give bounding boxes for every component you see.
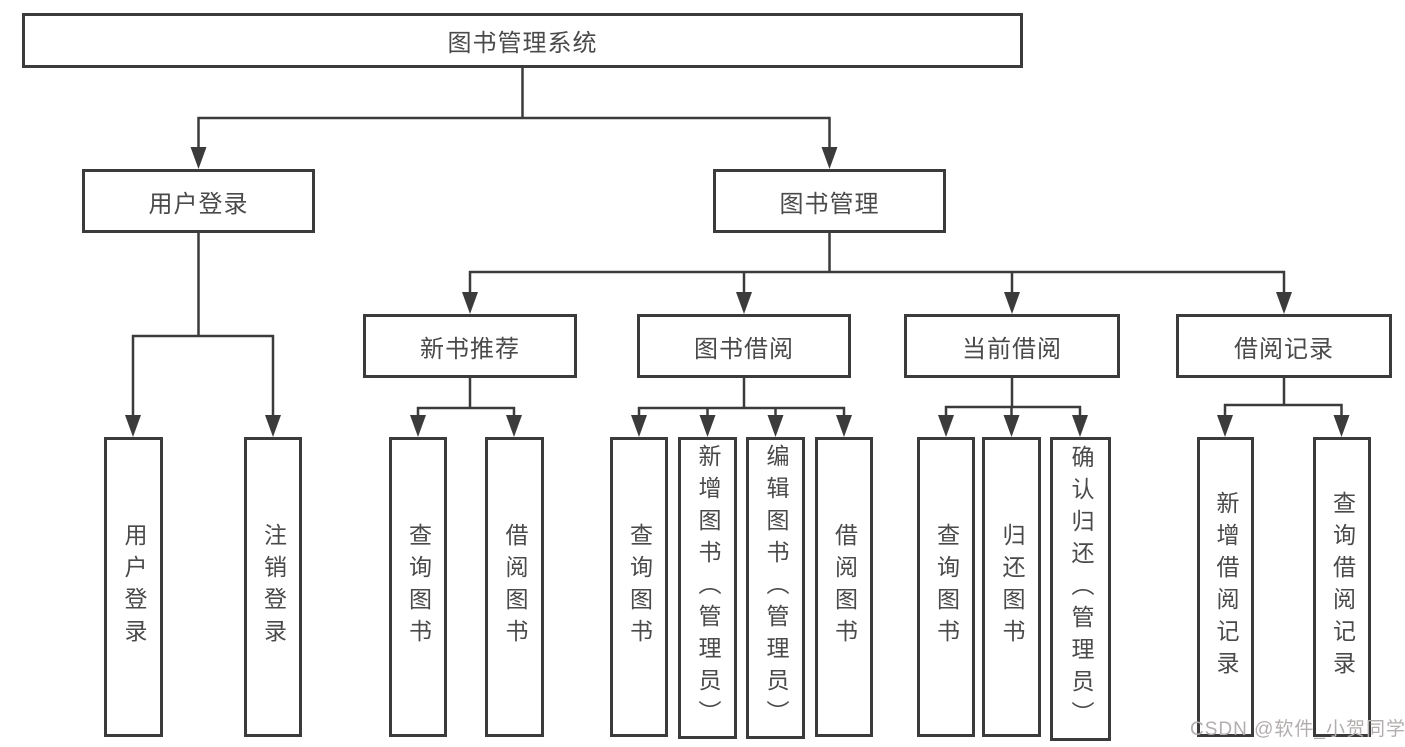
arrowhead [631, 415, 647, 437]
leaf-cb-confirm-return-admin-label: 确认归还（管理员） [1068, 445, 1094, 733]
node-root-label: 图书管理系统 [447, 30, 598, 57]
arrowhead [736, 292, 752, 314]
arrowhead [506, 415, 522, 437]
node-borrowing-records: 借阅记录 [1176, 314, 1392, 378]
arrowhead [1072, 415, 1088, 437]
arrowhead [265, 415, 281, 437]
leaf-nb-borrow-books-label: 借阅图书 [502, 523, 528, 651]
node-current-borrowing-label: 当前借阅 [962, 335, 1062, 363]
leaf-bb-borrow-books: 借阅图书 [815, 437, 873, 737]
leaf-bb-query-books: 查询图书 [610, 437, 668, 737]
arrowhead [125, 415, 141, 437]
node-root: 图书管理系统 [22, 13, 1023, 68]
leaf-bb-add-books-admin-label: 新增图书（管理员） [695, 444, 721, 732]
csdn-watermark: CSDN @软件_小贺同学 [1190, 719, 1405, 740]
node-user-login-label: 用户登录 [148, 190, 249, 218]
arrowhead [190, 147, 207, 169]
leaf-cb-query-books: 查询图书 [917, 437, 975, 737]
node-book-borrowing-label: 图书借阅 [694, 335, 794, 363]
arrowhead [836, 415, 852, 437]
leaf-nb-query-books-label: 查询图书 [405, 523, 432, 651]
leaf-bb-edit-books-admin-label: 编辑图书（管理员） [763, 444, 789, 732]
node-user-login: 用户登录 [82, 169, 315, 233]
arrowhead [821, 147, 838, 169]
leaf-bb-borrow-books-label: 借阅图书 [831, 523, 858, 651]
arrowhead [1004, 292, 1020, 314]
node-new-book-recommend: 新书推荐 [363, 314, 577, 378]
leaf-user-login: 用户登录 [104, 437, 163, 737]
leaf-bb-add-books-admin: 新增图书（管理员） [678, 437, 737, 739]
leaf-cb-confirm-return-admin: 确认归还（管理员） [1050, 437, 1111, 741]
leaf-bb-query-books-label: 查询图书 [626, 523, 653, 651]
arrowhead [410, 415, 426, 437]
arrowhead [1276, 292, 1292, 314]
leaf-br-add-record-label: 新增借阅记录 [1213, 491, 1239, 683]
leaf-logout: 注销登录 [244, 437, 302, 737]
node-book-management-label: 图书管理 [779, 190, 880, 218]
node-new-book-recommend-label: 新书推荐 [420, 335, 520, 363]
leaf-br-query-record-label: 查询借阅记录 [1329, 491, 1356, 683]
arrowhead [462, 292, 478, 314]
node-book-borrowing: 图书借阅 [637, 314, 851, 378]
leaf-cb-query-books-label: 查询图书 [933, 523, 960, 651]
node-borrowing-records-label: 借阅记录 [1234, 335, 1334, 363]
arrowhead [1333, 415, 1350, 437]
leaf-bb-edit-books-admin: 编辑图书（管理员） [746, 437, 805, 739]
leaf-logout-label: 注销登录 [260, 523, 287, 651]
arrowhead [938, 415, 954, 437]
leaf-nb-query-books: 查询图书 [389, 437, 447, 737]
leaf-cb-return-books: 归还图书 [982, 437, 1041, 737]
node-book-management: 图书管理 [713, 169, 946, 233]
arrowhead [1003, 415, 1020, 437]
leaf-br-query-record: 查询借阅记录 [1313, 437, 1371, 737]
leaf-br-add-record: 新增借阅记录 [1197, 437, 1254, 737]
leaf-cb-return-books-label: 归还图书 [999, 523, 1025, 651]
node-current-borrowing: 当前借阅 [904, 314, 1120, 378]
arrowhead [1217, 415, 1233, 437]
arrowhead [699, 415, 716, 437]
leaf-nb-borrow-books: 借阅图书 [485, 437, 544, 737]
leaf-user-login-label: 用户登录 [121, 523, 147, 651]
arrowhead [767, 415, 784, 437]
